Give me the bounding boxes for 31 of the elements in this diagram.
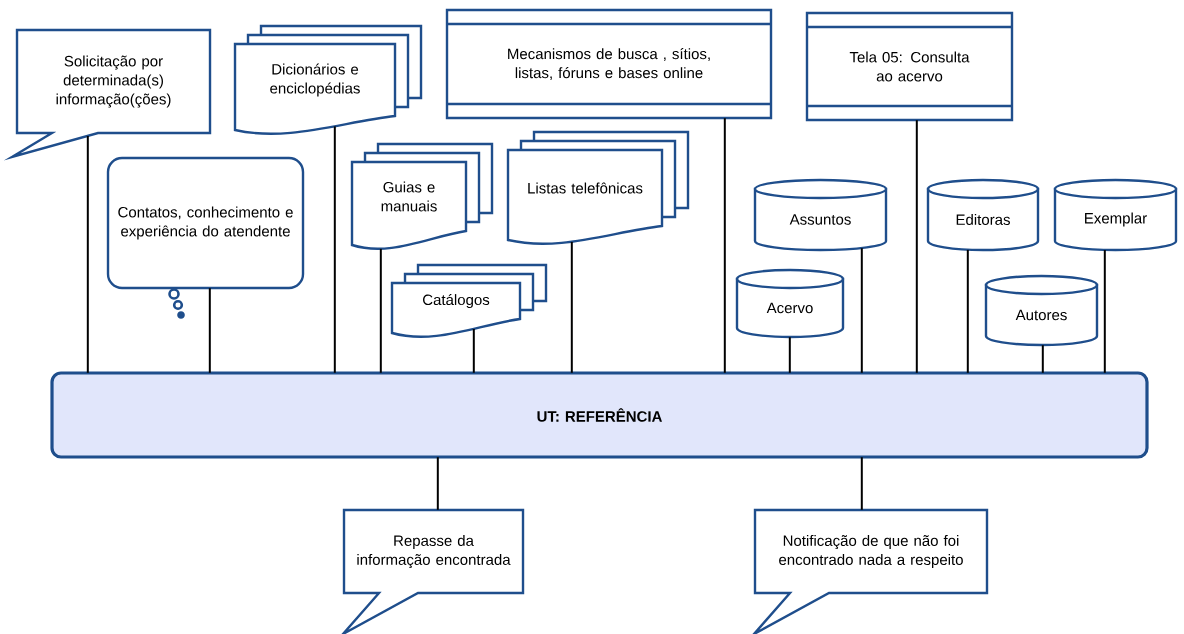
connector-line bbox=[208, 287, 211, 374]
connector-line bbox=[966, 248, 969, 374]
database-cylinder: Assuntos bbox=[753, 178, 888, 252]
connector-line bbox=[472, 328, 475, 374]
connector-line bbox=[860, 247, 863, 374]
document-stack: Dicionários e enciclopédias bbox=[233, 24, 423, 135]
document-stack: Catálogos bbox=[390, 263, 548, 338]
connector-line bbox=[379, 247, 382, 374]
connector-line bbox=[860, 456, 863, 511]
database-cylinder: Exemplar bbox=[1053, 178, 1178, 252]
connector-line bbox=[1103, 249, 1106, 374]
connector-line bbox=[915, 119, 918, 374]
connector-line bbox=[86, 135, 89, 374]
connector-line bbox=[1041, 344, 1044, 374]
thought-bubble: Contatos, conhecimento e experiência do atendente bbox=[106, 156, 305, 319]
database-cylinder: Editoras bbox=[926, 178, 1040, 252]
window-box: Mecanismos de busca , sítios, listas, fóruns e bases online bbox=[445, 8, 773, 120]
connector-line bbox=[570, 240, 573, 374]
process-bar: UT: REFERÊNCIA bbox=[50, 371, 1149, 459]
document-stack: Guias e manuais bbox=[350, 142, 494, 250]
speech-bubble: Repasse da informação encontrada bbox=[337, 508, 525, 634]
speech-bubble: Solicitação por determinada(s) informação(ções) bbox=[3, 28, 212, 161]
connector-line bbox=[436, 456, 439, 511]
database-cylinder: Acervo bbox=[735, 268, 845, 339]
document-stack: Listas telefônicas bbox=[506, 130, 690, 245]
database-cylinder: Autores bbox=[984, 274, 1099, 347]
connector-line bbox=[333, 125, 336, 374]
speech-bubble: Notificação de que não foi encontrado nada a respeito bbox=[748, 508, 989, 634]
window-box: Tela 05: Consulta ao acervo bbox=[805, 11, 1014, 122]
connector-line bbox=[723, 117, 726, 374]
connector-line bbox=[788, 336, 791, 374]
